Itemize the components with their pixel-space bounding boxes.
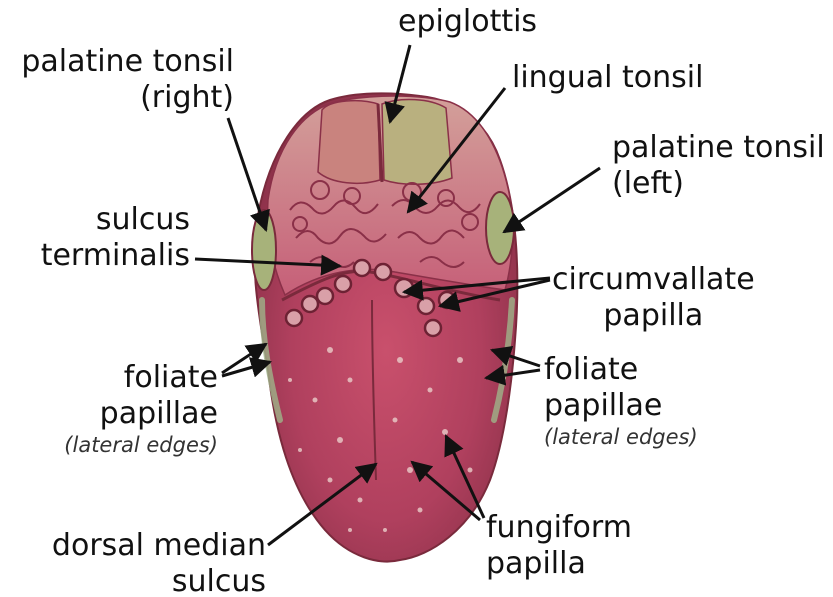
- circumvallate-line2: papilla: [552, 298, 755, 334]
- foliate-left-note: (lateral edges): [20, 432, 218, 458]
- epiglottis-shape: [318, 99, 452, 184]
- label-foliate-papillae-right: foliate papillae (lateral edges): [544, 352, 698, 450]
- label-sulcus-terminalis: sulcus terminalis: [8, 202, 190, 274]
- arrow-palatine-tonsil-right: [228, 118, 266, 230]
- label-epiglottis: epiglottis: [398, 4, 537, 40]
- palatine-tonsil-right-line1: palatine tonsil: [6, 44, 234, 80]
- label-fungiform-papilla: fungiform papilla: [486, 510, 632, 582]
- lingual-tonsil-text: lingual tonsil: [512, 60, 703, 96]
- palatine-tonsil-right-line2: (right): [6, 80, 234, 116]
- arrow-palatine-tonsil-left: [504, 168, 600, 232]
- label-foliate-papillae-left: foliate papillae (lateral edges): [20, 360, 218, 458]
- palatine-tonsil-left-line1: palatine tonsil: [612, 130, 825, 166]
- epiglottis-text: epiglottis: [398, 4, 537, 40]
- foliate-right-line2: papillae: [544, 388, 698, 424]
- dorsal-median-sulcus-line1: dorsal median: [20, 528, 266, 564]
- foliate-left-line1: foliate: [20, 360, 218, 396]
- label-lingual-tonsil: lingual tonsil: [512, 60, 703, 96]
- fungiform-line2: papilla: [486, 546, 632, 582]
- label-palatine-tonsil-left: palatine tonsil (left): [612, 130, 825, 202]
- label-circumvallate-papilla: circumvallate papilla: [552, 262, 755, 334]
- circumvallate-line1: circumvallate: [552, 262, 755, 298]
- palatine-tonsil-left-line2: (left): [612, 166, 825, 202]
- fungiform-line1: fungiform: [486, 510, 632, 546]
- foliate-left-line2: papillae: [20, 396, 218, 432]
- sulcus-terminalis-line2: terminalis: [8, 238, 190, 274]
- label-palatine-tonsil-right: palatine tonsil (right): [6, 44, 234, 116]
- foliate-right-note: (lateral edges): [544, 424, 698, 450]
- dorsal-median-sulcus-line2: sulcus: [20, 564, 266, 597]
- sulcus-terminalis-line1: sulcus: [8, 202, 190, 238]
- foliate-right-line1: foliate: [544, 352, 698, 388]
- label-dorsal-median-sulcus: dorsal median sulcus: [20, 528, 266, 597]
